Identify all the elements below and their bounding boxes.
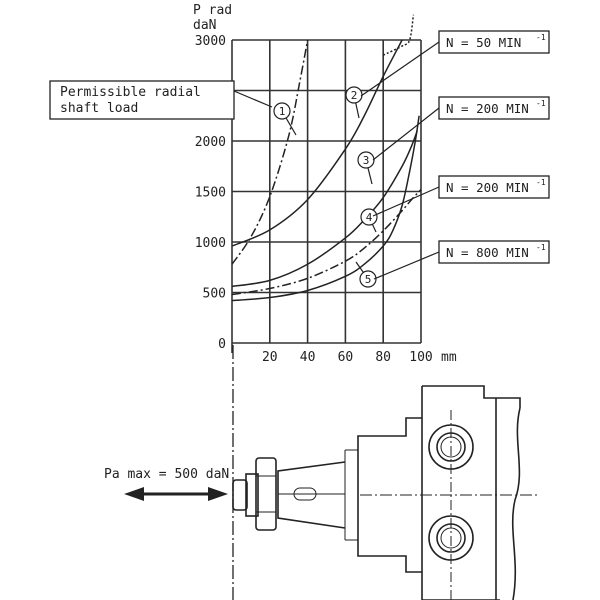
shaft [277, 461, 346, 529]
x-tick-label: 20 [262, 350, 278, 365]
chart-curves [231, 14, 422, 302]
y-tick-label: 1500 [195, 186, 226, 201]
legend-label-n50: N = 50 MIN [446, 35, 521, 50]
marker-circle-5 [359, 270, 377, 288]
x-tick-label: 40 [300, 350, 316, 365]
permissible-load-leader [233, 90, 273, 108]
legend-label-n200-a: N = 200 MIN [446, 101, 529, 116]
legend-label-n200-b: N = 200 MIN [446, 180, 529, 195]
motor-housing [344, 385, 540, 600]
legend-item-n200-b: N = 200 MIN -1 [438, 175, 550, 199]
y-tick-label: 3000 [195, 34, 226, 49]
y-tick-label: 1000 [195, 236, 226, 251]
y-tick-label: 500 [203, 287, 226, 302]
legend-sup-n800: -1 [536, 243, 546, 252]
series-line-4 [231, 188, 422, 296]
chart-legend: N = 50 MIN -1 N = 200 MIN -1 N = 200 MIN… [360, 30, 550, 280]
marker-label-1: 1 [279, 105, 286, 118]
legend-leader-n50 [360, 41, 440, 97]
y-axis-label-line1: P rad [193, 3, 232, 18]
y-axis-label-line2: daN [193, 18, 216, 33]
x-tick-label: 60 [338, 350, 354, 365]
legend-label-n800: N = 800 MIN [446, 245, 529, 260]
legend-item-n800: N = 800 MIN -1 [438, 240, 550, 264]
marker-circle-4 [360, 208, 378, 226]
marker-label-2: 2 [351, 89, 358, 102]
port-lower [428, 515, 474, 561]
marker-circle-3 [357, 151, 375, 169]
x-tick-labels: 20 40 60 80 100 [262, 350, 433, 365]
axial-force-arrow [124, 487, 228, 501]
legend-item-n50: N = 50 MIN -1 [438, 30, 550, 54]
shaft-nut [232, 457, 277, 531]
marker-circle-1 [273, 102, 291, 120]
x-tick-label: 80 [375, 350, 391, 365]
series-line-5 [231, 115, 420, 302]
y-tick-label: 2000 [195, 135, 226, 150]
axial-force-label: Pa max = 500 daN [104, 467, 229, 482]
motor-drawing: Pa max = 500 daN [104, 345, 540, 600]
permissible-load-callout: Permissible radial shaft load [49, 80, 273, 120]
x-tick-label: 100 [409, 350, 432, 365]
permissible-load-box [49, 80, 235, 120]
legend-leader-n200-a [372, 107, 440, 161]
series-line-dotted [382, 14, 415, 56]
marker-label-5: 5 [365, 273, 372, 286]
legend-leader-n200-b [372, 186, 440, 217]
curve-markers: 1 2 3 4 5 [273, 86, 378, 288]
marker-label-3: 3 [363, 154, 370, 167]
legend-item-n200-a: N = 200 MIN -1 [438, 96, 550, 120]
y-tick-label: 0 [218, 337, 226, 352]
permissible-load-line1: Permissible radial [60, 85, 201, 100]
legend-sup-n200-b: -1 [536, 178, 546, 187]
series-line-2 [231, 39, 403, 247]
chart-grid [231, 39, 422, 353]
port-upper [428, 424, 474, 470]
legend-sup-n50: -1 [536, 33, 546, 42]
x-axis-label: mm [441, 350, 457, 365]
legend-leader-n800 [373, 251, 440, 280]
marker-label-4: 4 [366, 211, 373, 224]
permissible-load-line2: shaft load [60, 101, 138, 116]
legend-sup-n200-a: -1 [536, 99, 546, 108]
